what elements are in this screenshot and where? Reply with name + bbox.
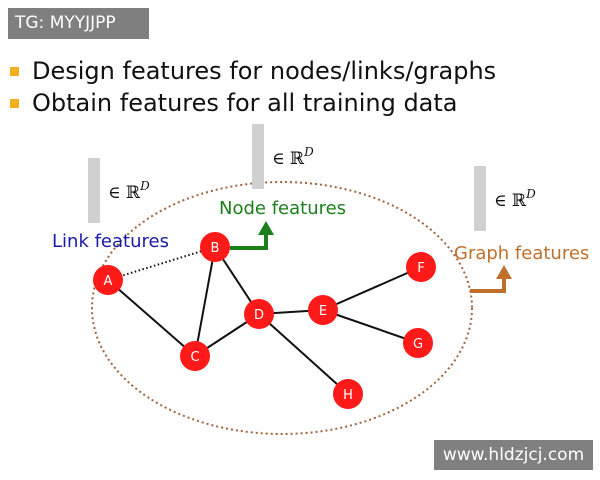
node-b: B	[200, 232, 230, 262]
edge-e-f	[322, 266, 422, 311]
edge-d-h	[258, 313, 349, 395]
vector-space-text: ∈ ℝ	[272, 149, 305, 169]
node-h: H	[333, 379, 363, 409]
node-circle	[200, 232, 230, 262]
node-g: G	[403, 328, 433, 358]
node-d: D	[244, 299, 274, 329]
link-vector-space: ∈ ℝD	[108, 179, 150, 203]
vector-space-text: ∈ ℝ	[108, 183, 141, 203]
node-circle	[180, 341, 210, 371]
bullet-item: Design features for nodes/links/graphs	[10, 55, 496, 87]
dimension-superscript: D	[525, 187, 536, 201]
node-e: E	[308, 295, 338, 325]
node-vector-space: ∈ ℝD	[272, 145, 314, 169]
bullet-text: Obtain features for all training data	[32, 89, 458, 117]
node-label: C	[190, 350, 199, 365]
edge-a-c	[107, 279, 196, 357]
bullet-list: Design features for nodes/links/graphs O…	[10, 55, 496, 119]
node-circle	[244, 299, 274, 329]
node-features-arrow-icon	[230, 221, 274, 250]
node-c: C	[180, 341, 210, 371]
node-f: F	[406, 252, 436, 282]
bullet-square-icon	[10, 98, 19, 108]
bullet-square-icon	[10, 66, 19, 76]
nodes-layer: A B C D E F G H	[93, 232, 436, 409]
node-circle	[93, 265, 123, 295]
vector-space-text: ∈ ℝ	[494, 191, 527, 211]
node-label: B	[211, 241, 220, 256]
graph-features-arrow-icon	[470, 265, 512, 293]
node-label: E	[319, 304, 327, 319]
graph-feature-vector-bar	[474, 166, 486, 231]
dimension-superscript: D	[303, 145, 314, 159]
node-label: A	[104, 274, 113, 289]
bullet-text: Design features for nodes/links/graphs	[32, 57, 497, 85]
bullet-item: Obtain features for all training data	[10, 87, 496, 119]
graph-features-label: Graph features	[454, 243, 589, 264]
link-feature-vector-bar	[88, 158, 100, 223]
edge-e-g	[322, 309, 419, 344]
dimension-superscript: D	[139, 179, 150, 193]
node-circle	[403, 328, 433, 358]
node-features-label: Node features	[219, 198, 346, 219]
node-circle	[308, 295, 338, 325]
node-circle	[406, 252, 436, 282]
node-label: F	[417, 261, 424, 276]
node-a: A	[93, 265, 123, 295]
graph-ellipse	[91, 181, 473, 435]
link-features-label: Link features	[52, 231, 169, 252]
node-label: G	[413, 337, 423, 352]
watermark: www.hldzjcj.com	[434, 440, 593, 470]
node-label: D	[254, 308, 264, 323]
tg-badge: TG: MYYJJPP	[8, 8, 149, 39]
graph-vector-space: ∈ ℝD	[494, 187, 536, 211]
node-label: H	[343, 388, 353, 403]
node-feature-vector-bar	[252, 124, 264, 189]
dotted-edge-a-b	[107, 246, 216, 281]
node-circle	[333, 379, 363, 409]
edge-b-c	[194, 246, 216, 357]
